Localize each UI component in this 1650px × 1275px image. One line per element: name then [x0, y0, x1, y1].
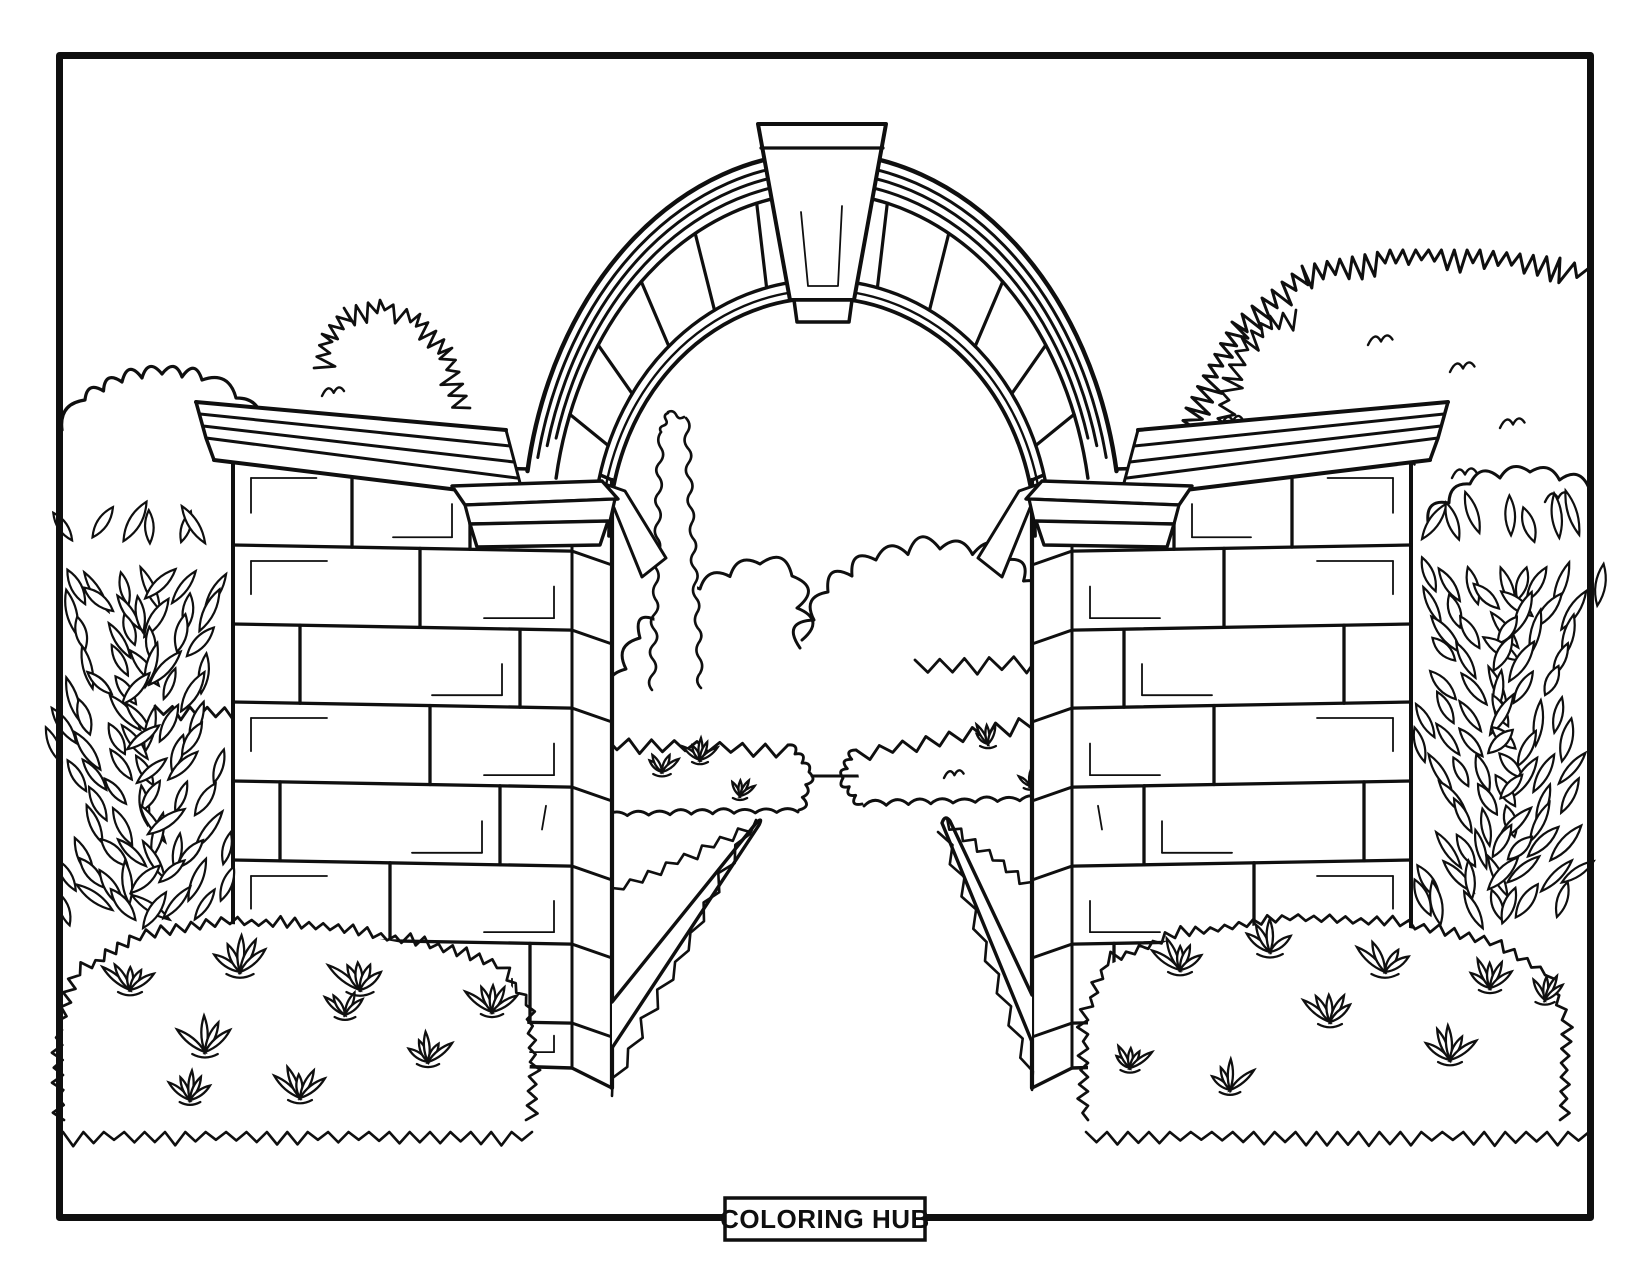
right-leaf-hedge: [1412, 487, 1607, 931]
footer-badge: COLORING HUB: [720, 1196, 930, 1242]
right-cornice: [1118, 400, 1450, 500]
ground-line: [61, 1130, 1591, 1148]
page-frame: [56, 52, 1594, 1221]
page-border: [56, 52, 1594, 1221]
footer-badge-label: COLORING HUB: [720, 1204, 930, 1234]
keystone: [756, 122, 888, 324]
right-capital: [976, 479, 1194, 579]
pathway: [610, 816, 1035, 1098]
left-cornice: [194, 400, 526, 500]
footer-badge-box: [723, 1196, 927, 1242]
background-foliage: [60, 248, 1591, 702]
left-capital: [450, 479, 668, 579]
front-bushes: [50, 913, 1574, 1122]
left-leaf-hedge: [44, 499, 236, 931]
